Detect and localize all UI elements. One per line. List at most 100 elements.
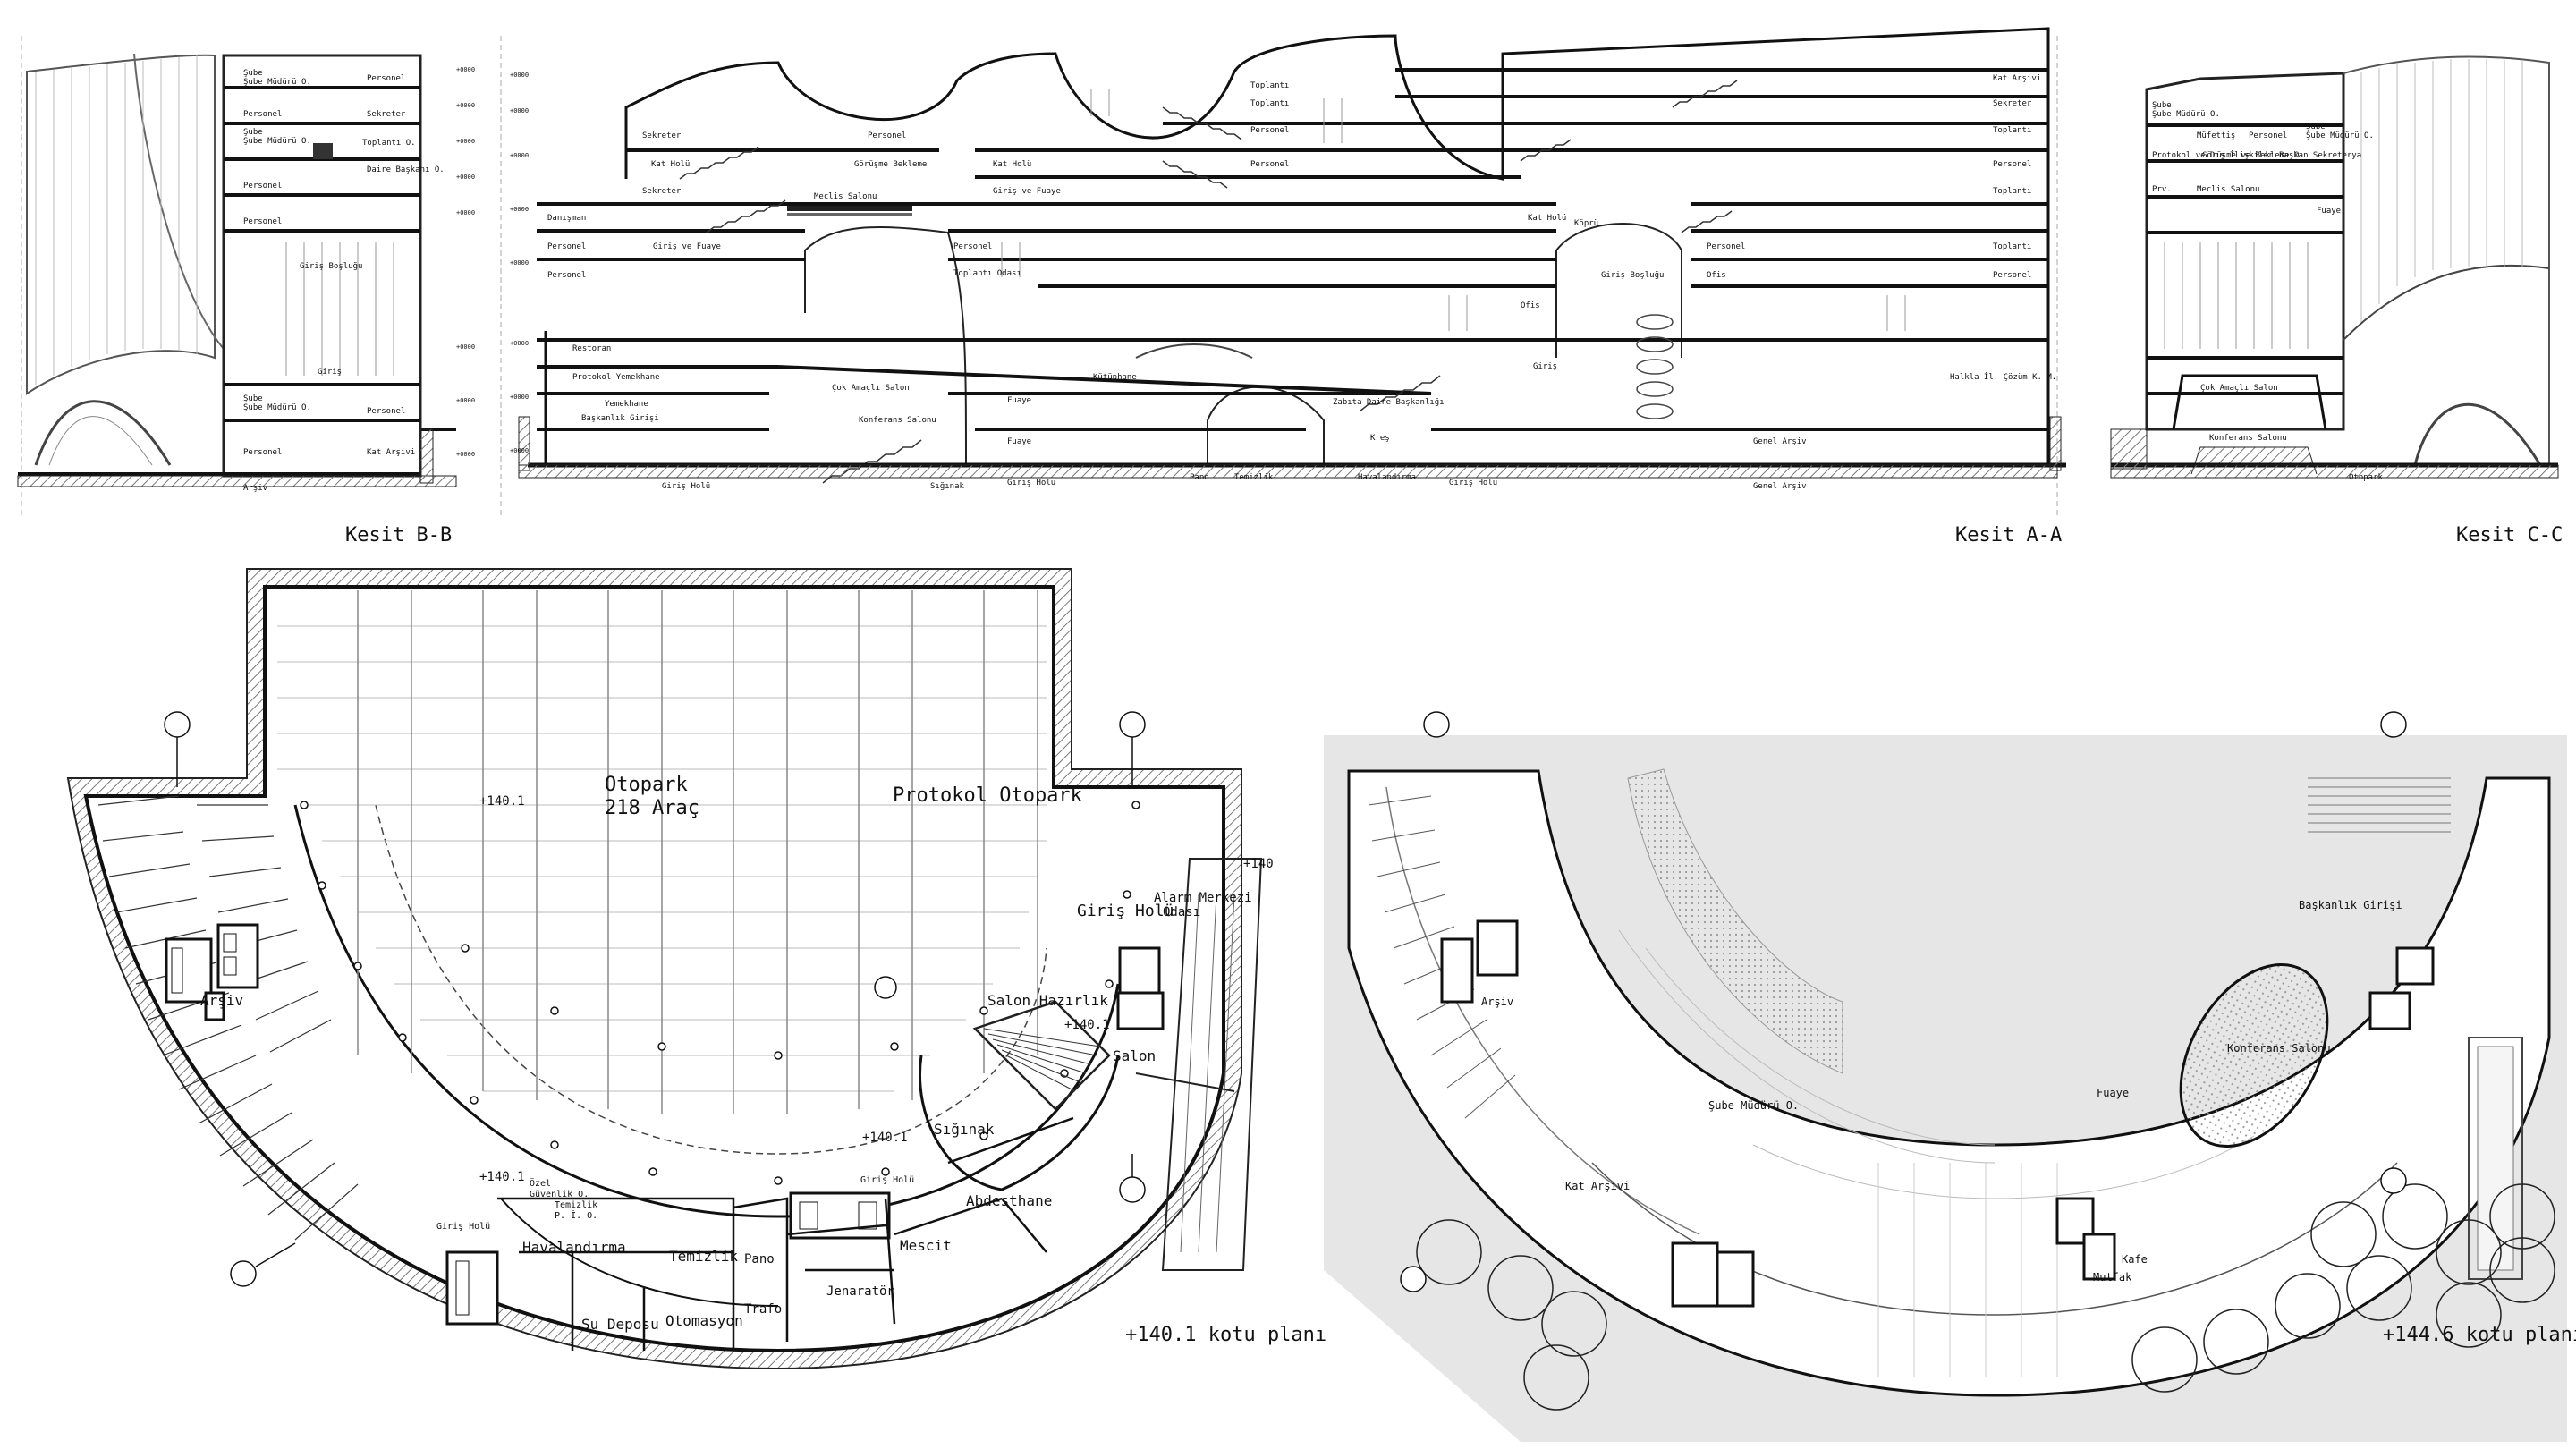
- aa-room: Personel: [1707, 242, 1745, 251]
- plan-label-ventilation: Havalandırma: [522, 1239, 626, 1256]
- plan-label-trafo: Trafo: [744, 1302, 782, 1317]
- aa-room: Kreş: [1370, 434, 1390, 443]
- aa-room: Giriş: [1533, 362, 1557, 371]
- svg-text:+0000: +0000: [510, 259, 529, 267]
- plan2-label-mutfak: Mutfak: [2093, 1271, 2132, 1284]
- plan2-label-foyer: Fuaye: [2097, 1087, 2129, 1099]
- bb-room: Personel: [243, 182, 282, 191]
- svg-text:+0000: +0000: [456, 66, 475, 73]
- caption-section-aa: Kesit A-A: [1955, 524, 2063, 547]
- bb-room: Giriş: [318, 368, 342, 377]
- aa-room: Yemekhane: [605, 400, 648, 409]
- svg-text:+0000: +0000: [510, 340, 529, 347]
- plan2-label-kafe: Kafe: [2122, 1253, 2148, 1266]
- aa-room: Fuaye: [1007, 396, 1031, 405]
- plan2-label-presidency: Başkanlık Girişi: [2299, 899, 2402, 911]
- bb-room: Giriş Boşluğu: [300, 262, 362, 271]
- svg-text:+0000: +0000: [510, 447, 529, 454]
- svg-text:Şube: Şube: [2152, 101, 2172, 110]
- plan-140-1: Otopark 218 Araç Protokol Otopark Alarm …: [66, 568, 1274, 1370]
- cc-room: Fuaye: [2317, 207, 2341, 216]
- plan-label-alarm: Alarm Merkezi: [1154, 891, 1252, 905]
- plan-label-ablution: Abdesthane: [966, 1192, 1052, 1209]
- aa-room: Zabıta Daire Başkanlığı: [1333, 398, 1445, 407]
- aa-room: Köprü: [1574, 219, 1598, 228]
- aa-room: Kütüphane: [1093, 373, 1137, 382]
- aa-room: Halkla İl. Çözüm K. M.: [1950, 372, 2056, 382]
- bb-room: Daire Başkanı O.: [367, 165, 445, 174]
- aa-room: Meclis Salonu: [814, 192, 877, 201]
- aa-room: Sekreter: [642, 187, 682, 196]
- aa-room: Çok Amaçlı Salon: [832, 384, 910, 393]
- svg-text:+0000: +0000: [456, 397, 475, 404]
- bb-room: Personel: [243, 217, 282, 226]
- aa-room: Kat Holü: [651, 160, 690, 169]
- plan-level: +140.1: [862, 1131, 908, 1145]
- plan-level: +140.1: [479, 1170, 525, 1184]
- svg-text:+0000: +0000: [510, 152, 529, 159]
- plan-label-automation: Otomasyon: [665, 1312, 743, 1329]
- aa-room: Ofis: [1521, 301, 1540, 310]
- bb-room: Şube Müdürü O.: [243, 403, 311, 412]
- svg-text:Şube: Şube: [243, 128, 263, 137]
- plan2-label-archive: Arşiv: [1481, 996, 1513, 1008]
- aa-room: Personel: [1250, 160, 1289, 169]
- aa-room: Temizlik: [1234, 473, 1274, 482]
- aa-room: Ofis: [1707, 271, 1726, 280]
- plan-label-parking-count: 218 Araç: [605, 797, 699, 819]
- plan-label-entrance-hall3: Giriş Holü: [436, 1222, 490, 1232]
- bb-room: Sekreter: [367, 110, 406, 119]
- aa-room: Kat Holü: [993, 160, 1031, 169]
- caption-section-bb: Kesit B-B: [345, 524, 453, 547]
- aa-room: Personel: [547, 242, 586, 251]
- aa-room: Giriş Holü: [662, 482, 710, 491]
- plan-level: +140: [1243, 857, 1274, 871]
- svg-text:Şube: Şube: [243, 69, 263, 78]
- svg-text:Şube: Şube: [2306, 123, 2326, 131]
- plan-label-salon: Salon: [1113, 1047, 1156, 1064]
- aa-room: Başkanlık Girişi: [581, 414, 659, 423]
- svg-text:+0000: +0000: [510, 107, 529, 114]
- cc-room: Şube Müdürü O.: [2306, 131, 2374, 140]
- bb-room: Kat Arşivi: [367, 448, 415, 457]
- plan-label-water: Su Deposu: [581, 1316, 659, 1333]
- svg-text:+0000: +0000: [456, 451, 475, 458]
- aa-room: Personel: [868, 131, 906, 140]
- caption-section-cc: Kesit C-C: [2456, 524, 2563, 547]
- aa-room: Toplantı: [1250, 81, 1289, 90]
- aa-room: Protokol Yemekhane: [572, 373, 660, 382]
- plan-label-cleanpig1: Temizlik: [555, 1200, 597, 1210]
- bb-room: Toplantı O.: [362, 139, 416, 148]
- bb-room: Personel: [367, 74, 405, 83]
- aa-room: Pano: [1190, 473, 1209, 482]
- aa-room: Danışman: [547, 214, 586, 223]
- svg-text:+0000: +0000: [510, 206, 529, 213]
- plan-label-cleaning: Temizlik: [669, 1248, 738, 1265]
- plan-label-salon-prep: Salon Hazırlık: [987, 992, 1108, 1009]
- aa-room: Fuaye: [1007, 437, 1031, 446]
- cc-room: Şube Müdürü O.: [2152, 110, 2220, 119]
- svg-text:+0000: +0000: [456, 138, 475, 145]
- cc-room: Başkan Sekreterya: [2279, 151, 2361, 160]
- svg-text:Şube: Şube: [243, 394, 263, 403]
- plan-label-cleanpig2: P. İ. O.: [555, 1209, 597, 1221]
- aa-room: Personel: [1993, 271, 2031, 280]
- plan-label-pano: Pano: [744, 1252, 775, 1267]
- aa-room: Görüşme Bekleme: [854, 160, 927, 169]
- cc-room: Prv.: [2152, 185, 2172, 194]
- bb-room: Arşiv: [243, 484, 267, 493]
- aa-room: Giriş ve Fuaye: [653, 242, 721, 251]
- plan-label-entrance-hall2: Giriş Holü: [860, 1175, 914, 1185]
- cc-room: Çok Amaçlı Salon: [2200, 384, 2278, 393]
- bb-room: Personel: [367, 407, 405, 416]
- svg-text:+0000: +0000: [456, 102, 475, 109]
- plan-label-parking: Otopark: [605, 774, 688, 796]
- plan-label-shelter: Sığınak: [934, 1121, 995, 1138]
- aa-room: Toplantı: [1993, 187, 2031, 196]
- bb-room: Personel: [243, 110, 282, 119]
- aa-room: Personel: [953, 242, 992, 251]
- plan-label-security2: Güvenlik O.: [530, 1190, 589, 1199]
